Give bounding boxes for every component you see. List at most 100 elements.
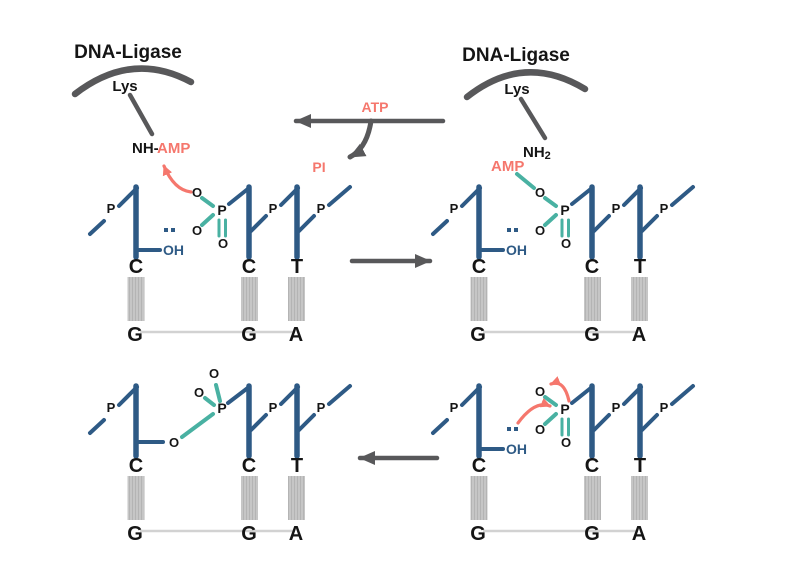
oxygen-label: O <box>194 385 204 400</box>
hydroxyl-label: OH <box>163 242 184 258</box>
o-p-bond <box>180 412 215 439</box>
enzyme-title: DNA-Ligase <box>462 45 570 66</box>
p-backbone-bond <box>570 385 594 405</box>
oxygen-label: O <box>561 435 571 450</box>
base-pair-block <box>288 277 305 321</box>
base-letter: G <box>584 523 600 545</box>
atp-label: ATP <box>362 99 389 115</box>
amp-label: AMP <box>491 158 524 175</box>
backbone-diagonal <box>327 185 352 207</box>
phosphate-p-label: P <box>217 400 226 416</box>
lone-pair-dot <box>164 228 168 232</box>
backbone-diagonal <box>592 413 611 432</box>
lysine-label: Lys <box>112 78 137 95</box>
backbone-diagonal <box>88 418 106 435</box>
panel-bottom-right: P OH O P O O P P C C <box>431 376 695 545</box>
lone-pair-dot <box>514 427 518 431</box>
oxygen-label: O <box>209 366 219 381</box>
hydroxyl-label: OH <box>506 242 527 258</box>
lone-pair-dot <box>507 228 511 232</box>
phosphorus-label: P <box>612 201 621 216</box>
p-backbone-bond <box>570 186 594 206</box>
phosphate-p-label: P <box>217 202 226 218</box>
dna-fragment: P OH O P O O P P C C <box>431 383 695 545</box>
enzyme-title: DNA-Ligase <box>74 42 182 63</box>
base-letter: G <box>241 523 257 545</box>
base-pair-block <box>584 476 601 520</box>
oxygen-label: O <box>192 223 202 238</box>
base-letter: C <box>129 256 143 278</box>
base-letter: C <box>129 455 143 477</box>
base-letter: C <box>585 256 599 278</box>
nh2-main: NH <box>523 144 545 161</box>
nucleophilic-attack-arrow <box>516 398 552 425</box>
phosphorus-label: P <box>612 400 621 415</box>
base-letter: A <box>632 324 646 346</box>
base-pair-block <box>288 476 305 520</box>
phosphorus-label: P <box>269 400 278 415</box>
base-letter: C <box>472 455 486 477</box>
base-letter: T <box>634 256 646 278</box>
dna-fragment: P OH O P O O P P C C <box>431 184 695 346</box>
phosphate-p-label: P <box>560 202 569 218</box>
backbone-diagonal <box>640 413 659 432</box>
phosphorus-label: P <box>450 400 459 415</box>
oxygen-label: O <box>535 422 545 437</box>
base-letter: A <box>289 324 303 346</box>
lone-pair-dot <box>171 228 175 232</box>
nh2-label: NH2 <box>523 144 551 162</box>
pi-release-arrow <box>347 118 374 160</box>
oxygen-label: O <box>561 236 571 251</box>
phosphorus-label: P <box>107 201 116 216</box>
backbone-diagonal <box>670 384 695 406</box>
backbone-diagonal <box>249 413 268 432</box>
base-letter: C <box>242 256 256 278</box>
enzyme-arc <box>463 69 589 101</box>
phosphorus-label: P <box>450 201 459 216</box>
lysine-bond <box>127 92 155 137</box>
amp-label: AMP <box>157 140 190 157</box>
p-o-bond <box>543 412 558 426</box>
oxygen-label: O <box>218 236 228 251</box>
base-pair-block <box>470 476 488 520</box>
dna-fragment: P O P O O P P C C T <box>88 366 352 545</box>
base-pair-block <box>584 277 601 321</box>
dna-fragment: P OH O P O O P P C C <box>88 184 352 346</box>
p-o-bond <box>203 396 216 407</box>
base-pair-block <box>127 476 145 520</box>
bridging-oxygen-label: O <box>169 435 179 450</box>
panel-top-left: DNA-Ligase Lys NH- AMP P OH O P O O <box>71 42 352 346</box>
base-pair-block <box>241 476 258 520</box>
base-letter: G <box>241 324 257 346</box>
base-letter: G <box>470 523 486 545</box>
base-pair-block <box>127 277 145 321</box>
p-backbone-bond <box>227 186 251 206</box>
hydroxyl-label: OH <box>506 441 527 457</box>
p-o-bond <box>200 213 215 227</box>
o-p-bond <box>543 395 558 407</box>
amp-o-bond <box>515 172 536 190</box>
base-letter: G <box>584 324 600 346</box>
phosphorus-label: P <box>317 400 326 415</box>
base-letter: A <box>289 523 303 545</box>
oxygen-label: O <box>192 185 202 200</box>
backbone-diagonal <box>297 413 316 432</box>
backbone-diagonal <box>88 219 106 236</box>
base-pair-block <box>470 277 488 321</box>
base-letter: G <box>127 523 143 545</box>
lone-pair-dot <box>507 427 511 431</box>
phosphorus-label: P <box>317 201 326 216</box>
backbone-diagonal <box>431 418 449 435</box>
backbone-diagonal <box>592 214 611 233</box>
lone-pair-dot <box>514 228 518 232</box>
enzyme-arc <box>71 65 195 98</box>
reaction-arrows: ATP PI <box>293 99 446 465</box>
backbone-diagonal <box>640 214 659 233</box>
lysine-bond <box>518 96 548 141</box>
panel-bottom-left: P O P O O P P C C T <box>88 366 352 545</box>
oxygen-label: O <box>535 185 545 200</box>
base-letter: C <box>242 455 256 477</box>
oxygen-label: O <box>535 384 545 399</box>
phosphorus-label: P <box>660 201 669 216</box>
